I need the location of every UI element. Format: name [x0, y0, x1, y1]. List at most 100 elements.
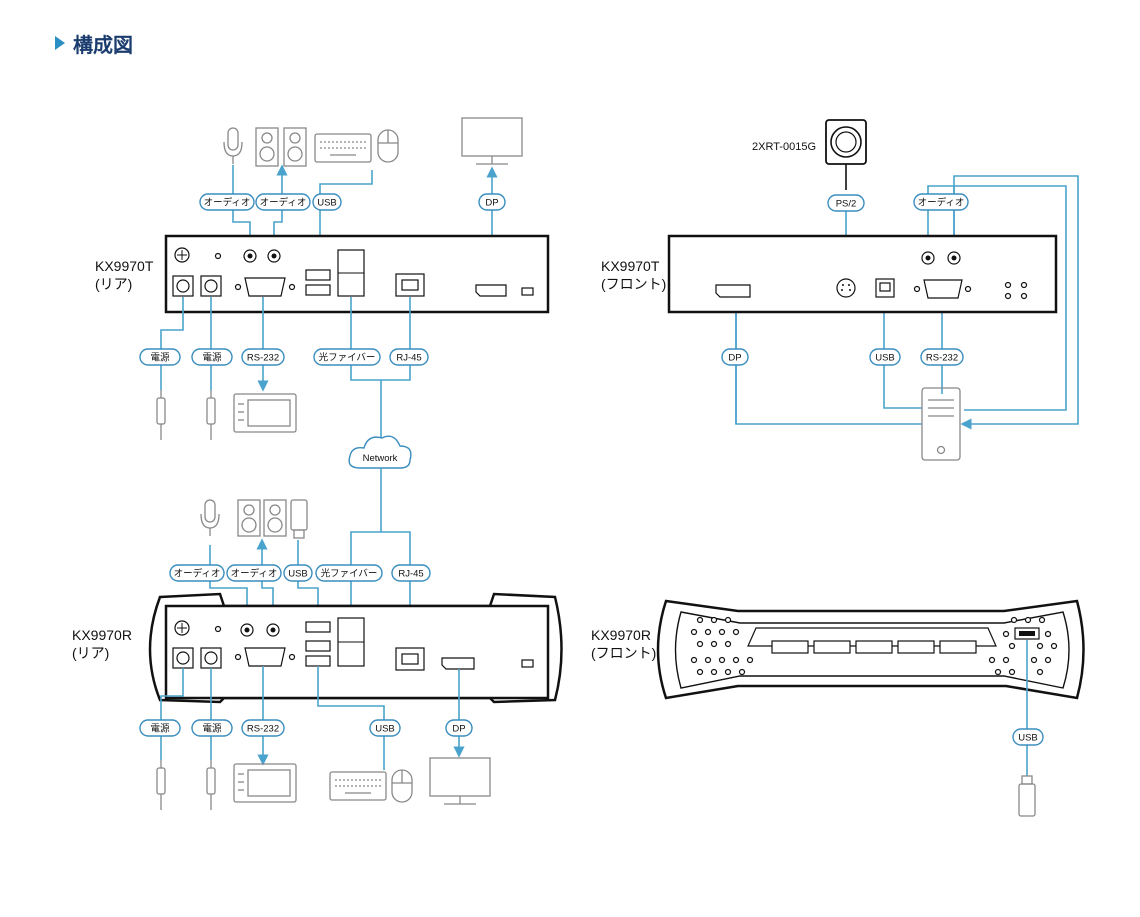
- svg-text:USB: USB: [288, 569, 308, 580]
- svg-text:DP: DP: [452, 724, 465, 735]
- network-cloud: Network: [348, 435, 412, 469]
- kx9970t-rear-group: オーディオ オーディオ USB DP: [95, 117, 550, 440]
- kx9970r-rear-group: オーディオ オーディオ USB 光ファイバー RJ-45: [72, 499, 563, 810]
- svg-text:電源: 電源: [202, 353, 222, 364]
- kx9970t-front-sub: (フロント): [601, 276, 666, 292]
- rs232-port-r: [234, 647, 296, 667]
- usb-b-port-front: [875, 278, 895, 298]
- accessory-label: 2XRT-0015G: [752, 141, 816, 153]
- usb-port-front-r: [1014, 627, 1040, 640]
- svg-text:オーディオ: オーディオ: [204, 197, 251, 209]
- fiber-port-r: [337, 617, 365, 667]
- usb-flash-icon-r: [290, 499, 308, 539]
- svg-text:光ファイバー: 光ファイバー: [319, 352, 376, 364]
- svg-text:オーディオ: オーディオ: [174, 568, 221, 580]
- rj45-port: [395, 273, 425, 297]
- power-port-r1: [172, 647, 194, 669]
- audio-in-pill-r: オーディオ: [169, 564, 225, 582]
- svg-text:RJ-45: RJ-45: [396, 353, 421, 364]
- svg-text:オーディオ: オーディオ: [918, 197, 965, 209]
- svg-text:Network: Network: [363, 453, 398, 464]
- rs232-port-front: [913, 279, 972, 299]
- usb-ports: [305, 269, 331, 296]
- dp-port-r: [441, 657, 475, 670]
- audio-jack-out-r: [266, 623, 280, 637]
- front-vent-left: [690, 616, 754, 676]
- svg-text:RJ-45: RJ-45: [398, 569, 423, 580]
- power-plug-icon-2: [206, 390, 216, 440]
- kx9970r-front-name: KX9970R: [591, 627, 651, 643]
- fiber-port: [337, 249, 365, 297]
- svg-text:電源: 電源: [150, 724, 170, 735]
- power-pill-r2: 電源: [191, 719, 233, 737]
- audio-jack-out: [267, 249, 281, 263]
- switch-port: [521, 287, 534, 296]
- dp-pill-r: DP: [445, 719, 473, 737]
- usb-pill-front-r: USB: [1012, 728, 1044, 746]
- power-pill-r1: 電源: [139, 719, 181, 737]
- svg-text:DP: DP: [485, 198, 498, 209]
- led-group-front: [1004, 281, 1028, 300]
- kx9970t-rear-name: KX9970T: [95, 258, 154, 274]
- rj45-port-r: [395, 647, 425, 671]
- usb-wire: [319, 170, 373, 262]
- switch-port-r: [521, 659, 534, 668]
- svg-text:オーディオ: オーディオ: [260, 197, 307, 209]
- power-plug-icon-r1: [156, 760, 166, 810]
- ps2-pill: PS/2: [827, 194, 865, 212]
- ps2-adapter-icon: [825, 119, 867, 190]
- usb-pill: USB: [312, 193, 342, 211]
- svg-text:USB: USB: [875, 353, 895, 364]
- microphone-icon-r: [200, 499, 220, 536]
- power-plug-icon-r2: [206, 760, 216, 810]
- svg-text:光ファイバー: 光ファイバー: [321, 568, 378, 580]
- rj45-pill: RJ-45: [389, 348, 429, 366]
- monitor-icon-r: [429, 757, 491, 805]
- fiber-pill: 光ファイバー: [313, 348, 381, 366]
- serial-device-icon-r: [233, 763, 297, 803]
- title-marker-icon: [55, 36, 65, 50]
- svg-text:USB: USB: [1018, 733, 1038, 744]
- led-indicator: [214, 252, 222, 260]
- svg-text:PS/2: PS/2: [836, 199, 857, 210]
- rs232-pill-r: RS-232: [241, 719, 285, 737]
- usb-flash-icon-front: [1018, 775, 1036, 817]
- power-port-2: [200, 275, 222, 297]
- audio-out-pill: オーディオ: [255, 193, 311, 211]
- speaker-icon: [255, 127, 307, 167]
- svg-text:電源: 電源: [202, 724, 222, 735]
- page-title-text: 構成図: [73, 32, 133, 57]
- usb-wire-r: [317, 666, 385, 770]
- svg-text:RS-232: RS-232: [247, 724, 279, 735]
- led-indicator-r: [214, 625, 222, 633]
- usb-pill-r-top: USB: [283, 564, 313, 582]
- fiber-pill-r: 光ファイバー: [315, 564, 383, 582]
- audio-out-pill-r: オーディオ: [226, 564, 282, 582]
- audio-jack-front-2: [947, 251, 961, 265]
- audio-in-pill: オーディオ: [199, 193, 255, 211]
- keyboard-icon-r: [329, 771, 387, 801]
- ps2-port-front: [836, 278, 856, 298]
- svg-text:オーディオ: オーディオ: [231, 568, 278, 580]
- keyboard-icon: [314, 133, 372, 163]
- audio-jack-front-1: [921, 251, 935, 265]
- svg-text:USB: USB: [375, 724, 395, 735]
- rs232-pill: RS-232: [241, 348, 285, 366]
- power-port-1: [172, 275, 194, 297]
- mouse-icon: [377, 129, 399, 163]
- kx9970t-front-chassis: [667, 234, 1058, 314]
- serial-device-icon: [233, 393, 297, 433]
- power-plug-icon-1: [156, 390, 166, 440]
- ground-icon: [174, 247, 190, 263]
- svg-text:USB: USB: [317, 198, 337, 209]
- dp-pill: DP: [478, 193, 506, 211]
- pc-tower-icon: [921, 387, 961, 461]
- audio-pill-front: オーディオ: [913, 193, 969, 211]
- microphone-icon: [223, 127, 243, 164]
- audio-jack-in: [243, 249, 257, 263]
- svg-text:電源: 電源: [150, 353, 170, 364]
- rs232-port: [234, 277, 296, 297]
- kx9970r-front-group: KX9970R (フロント) USB: [591, 599, 1085, 817]
- dp-pill-front: DP: [721, 348, 749, 366]
